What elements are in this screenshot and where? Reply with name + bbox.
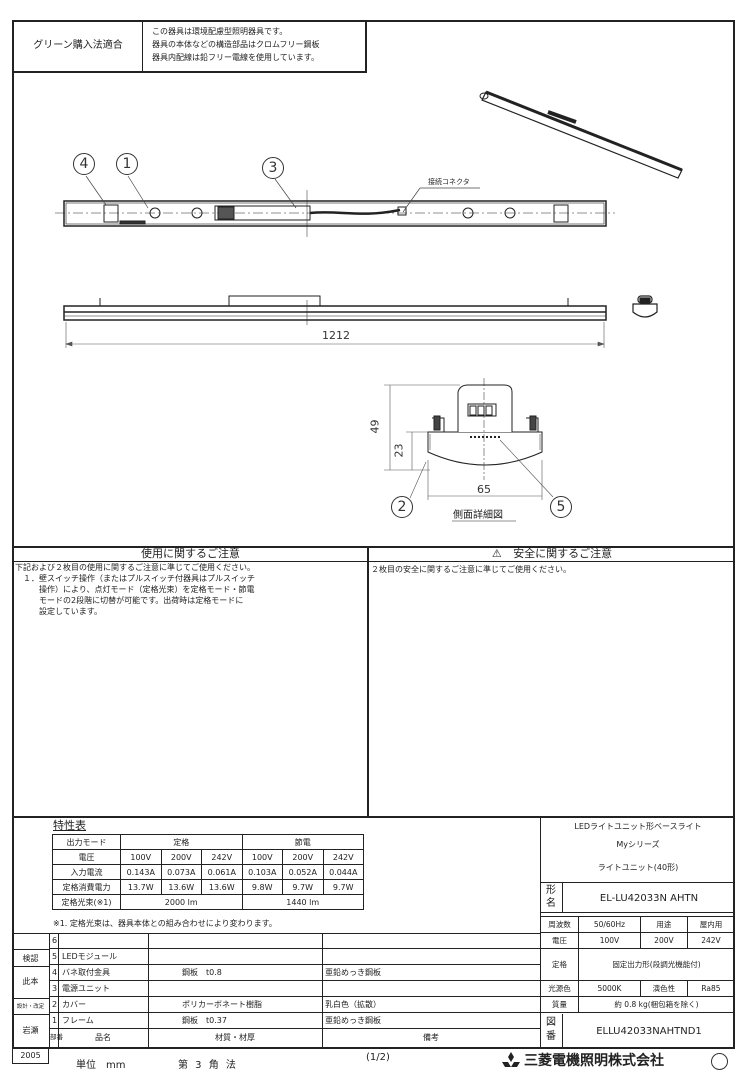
mode-rated: 定格 <box>120 834 243 850</box>
parts-row-6: 6 <box>49 933 540 949</box>
company-name: 三菱電機照明株式会社 <box>524 1053 664 1069</box>
projection-label: 第 3 角 法 <box>178 1060 238 1071</box>
approval-block: 検認 此本 設計・改定 岩瀬 <box>12 949 49 1049</box>
safety-notes-header: ⚠ 安全に関するご注意 <box>369 548 735 560</box>
product-line-2: Myシリーズ <box>616 840 660 849</box>
safety-note-line: ２枚目の安全に関するご注意に準じてご使用ください。 <box>371 565 571 574</box>
usage-notes-body: 下記および２枚目の使用に関するご注意に準じてご使用ください。 １．壁スイッチ操作… <box>15 563 255 616</box>
parts-row-3: 3 電源ユニット <box>49 981 540 997</box>
mode-eco: 節電 <box>241 834 364 850</box>
usage-notes-title: 使用に関するご注意 <box>141 547 240 560</box>
parts-list: 6 5 LEDモジュール 4 バネ取付金具 鋼板 t0.8 亜鉛めっき鋼板 3 … <box>49 933 540 1047</box>
front-view <box>63 295 607 325</box>
section-detail <box>427 378 543 480</box>
year-box: 2005 <box>12 1049 49 1064</box>
dim-width: 65 <box>477 483 491 496</box>
parts-row-2: 2 カバー ポリカーボネート樹脂 乳白色（拡散） <box>49 997 540 1013</box>
product-line-1: LEDライトユニット形ベースライト <box>574 822 702 831</box>
spec-table: 出力モード 定格 節電 電圧 100V 200V 242V 100V 200V … <box>52 834 364 910</box>
model-number: EL-LU42033N AHTN <box>599 893 699 904</box>
parts-row-4: 4 バネ取付金具 鋼板 t0.8 亜鉛めっき鋼板 <box>49 965 540 981</box>
balloon-1: 1 <box>116 153 138 175</box>
parts-header-row: 部番 品名 材質・材厚 備考 <box>50 1033 439 1042</box>
parts-row-1: 1 フレーム 鋼板 t0.37 亜鉛めっき鋼板 <box>49 1013 540 1029</box>
drawing-no-label: 図番 <box>546 1017 556 1042</box>
drawing-number: ELLU42033NAHTND1 <box>596 1026 702 1037</box>
parts-row-5: 5 LEDモジュール <box>49 949 540 965</box>
drawing-frame <box>12 20 735 1049</box>
green-note-1: この器具は環境配慮型照明器具です。 <box>152 27 288 36</box>
dim-height-total: 49 <box>368 419 382 434</box>
spec-table-title: 特性表 <box>53 819 86 832</box>
unit-label: 単位 mm <box>76 1060 126 1071</box>
spec-footnote: ※1. 定格光束は、器具本体との組み合わせにより変わります。 <box>53 919 277 928</box>
mitsubishi-logo-icon <box>502 1052 520 1067</box>
top-view <box>55 190 615 237</box>
connector-label: 接続コネクタ <box>428 178 470 186</box>
green-purchase-box <box>12 20 367 73</box>
page-number: (1/2) <box>366 1052 390 1063</box>
dim-length: 1212 <box>322 329 350 342</box>
mode-label: 出力モード <box>52 834 121 850</box>
warning-icon: ⚠ <box>491 547 502 560</box>
green-note-3: 器具内配線は鉛フリー電線を使用しています。 <box>152 53 319 62</box>
technical-drawing <box>55 90 683 522</box>
safety-notes-title: 安全に関するご注意 <box>513 547 613 560</box>
product-spec-table: 周波数 50/60Hz 用途 屋内用 電圧 100V 200V 242V 定格 … <box>540 916 736 1013</box>
dim-height-cover: 23 <box>392 443 406 458</box>
balloon-3: 3 <box>262 157 284 179</box>
balloon-4: 4 <box>73 153 95 175</box>
end-view <box>632 295 658 318</box>
green-note-2: 器具の本体などの構造部品はクロムフリー鋼板 <box>152 40 320 49</box>
balloon-5: 5 <box>550 496 572 518</box>
green-purchase-label: グリーン購入法適合 <box>33 40 123 51</box>
section-title: 側面詳細図 <box>453 510 503 521</box>
product-line-3: ライトユニット(40形) <box>597 863 679 872</box>
model-label: 形名 <box>546 885 556 909</box>
balloon-2: 2 <box>391 496 413 518</box>
stamp-circle-icon <box>711 1053 728 1070</box>
isometric-view <box>479 90 683 179</box>
